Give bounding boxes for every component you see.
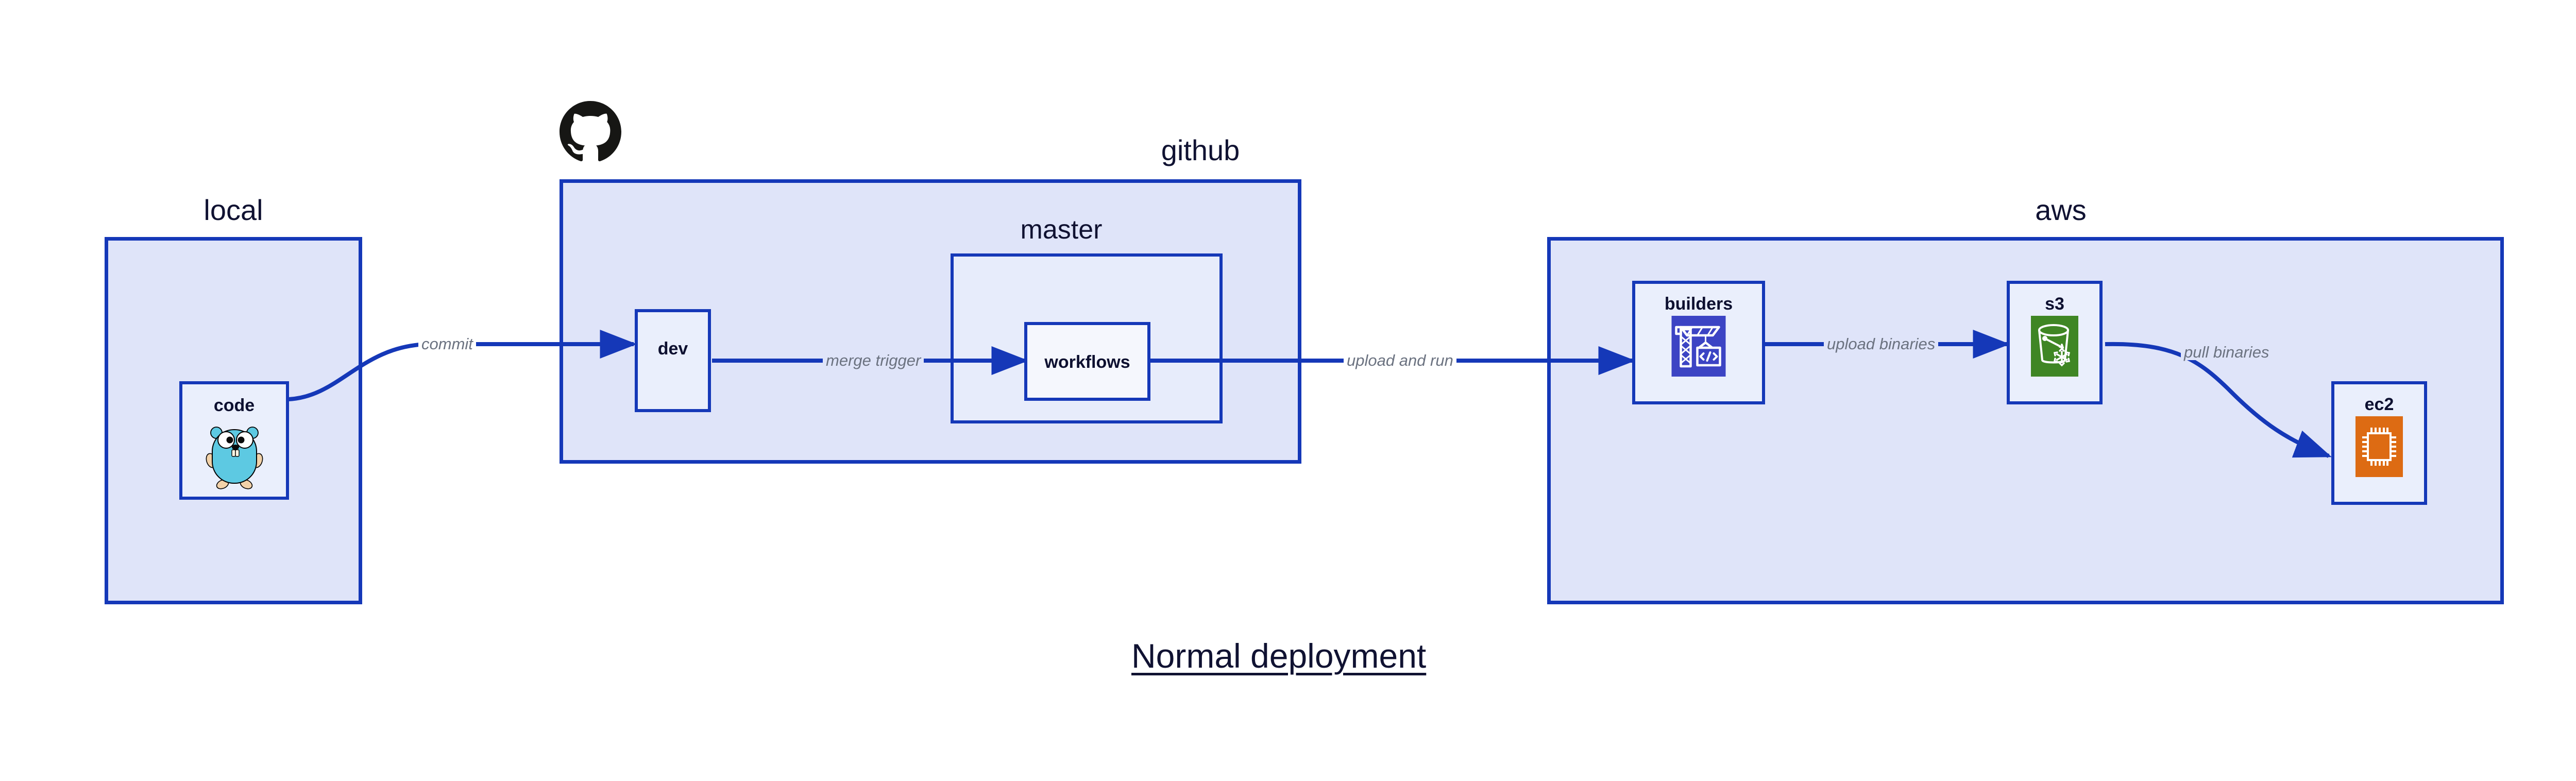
node-workflows[interactable]: workflows (1024, 322, 1150, 401)
aws-s3-glacier-icon (2031, 316, 2078, 377)
node-label-code: code (213, 396, 255, 415)
node-ec2[interactable]: ec2 (2331, 381, 2427, 505)
edge-label-upload-and-run: upload and run (1344, 352, 1456, 368)
node-dev[interactable]: dev (635, 309, 711, 412)
node-label-s3: s3 (2045, 294, 2064, 314)
zone-label-local: local (204, 194, 263, 226)
node-label-ec2: ec2 (2364, 395, 2394, 414)
page-title: Normal deployment (1131, 637, 1427, 675)
edge-label-commit: commit (418, 336, 476, 352)
github-octocat-icon (560, 101, 621, 162)
edge-label-upload-binaries: upload binaries (1824, 336, 1939, 352)
node-builders[interactable]: builders (1632, 281, 1765, 404)
node-label-dev: dev (657, 339, 688, 359)
node-label-workflows: workflows (1044, 352, 1130, 372)
node-s3[interactable]: s3 (2007, 281, 2103, 404)
zone-label-github: github (1161, 134, 1240, 166)
edge-label-merge-trigger: merge trigger (823, 352, 924, 368)
node-code[interactable]: code (179, 381, 289, 500)
go-gopher-icon (206, 427, 263, 489)
aws-codebuild-icon (1671, 316, 1726, 377)
zone-label-aws: aws (2035, 194, 2087, 226)
node-label-builders: builders (1664, 294, 1733, 314)
aws-ec2-icon (2355, 416, 2403, 477)
subzone-label-master: master (1020, 215, 1103, 245)
edge-label-pull-binaries: pull binaries (2181, 344, 2273, 360)
